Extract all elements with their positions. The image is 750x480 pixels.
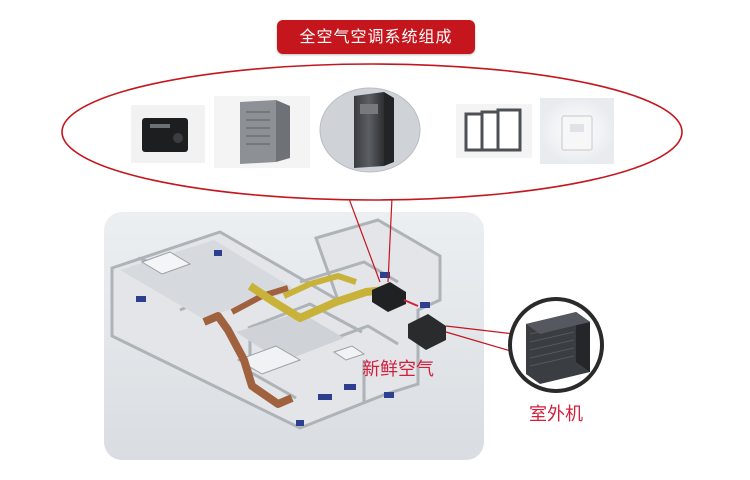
sofa xyxy=(236,345,302,375)
page-title: 全空气空调系统组成 xyxy=(277,20,475,54)
humidifier-icon xyxy=(131,105,205,163)
indoor-unit xyxy=(372,282,406,312)
bed xyxy=(140,251,192,275)
outdoor-unit-plan xyxy=(408,314,446,350)
fresh-air-branch xyxy=(282,273,357,299)
filter-cartridge-icon xyxy=(456,104,532,158)
windows xyxy=(136,250,430,426)
floor-plan xyxy=(104,212,484,460)
outdoor-unit-icon xyxy=(508,297,604,393)
air-filter-cabinet-icon xyxy=(214,96,310,168)
dining-table xyxy=(332,345,366,361)
refrigerant-line xyxy=(403,299,419,307)
thermostat-icon xyxy=(540,98,614,164)
air-handler-icon xyxy=(319,87,421,173)
fresh-air-duct xyxy=(247,282,385,322)
room-living xyxy=(236,312,344,362)
outdoor-unit-label: 室外机 xyxy=(529,404,583,425)
fresh-air-label: 新鲜空气 xyxy=(362,359,434,380)
supply-duct xyxy=(202,312,294,408)
callout-lines xyxy=(347,195,515,353)
